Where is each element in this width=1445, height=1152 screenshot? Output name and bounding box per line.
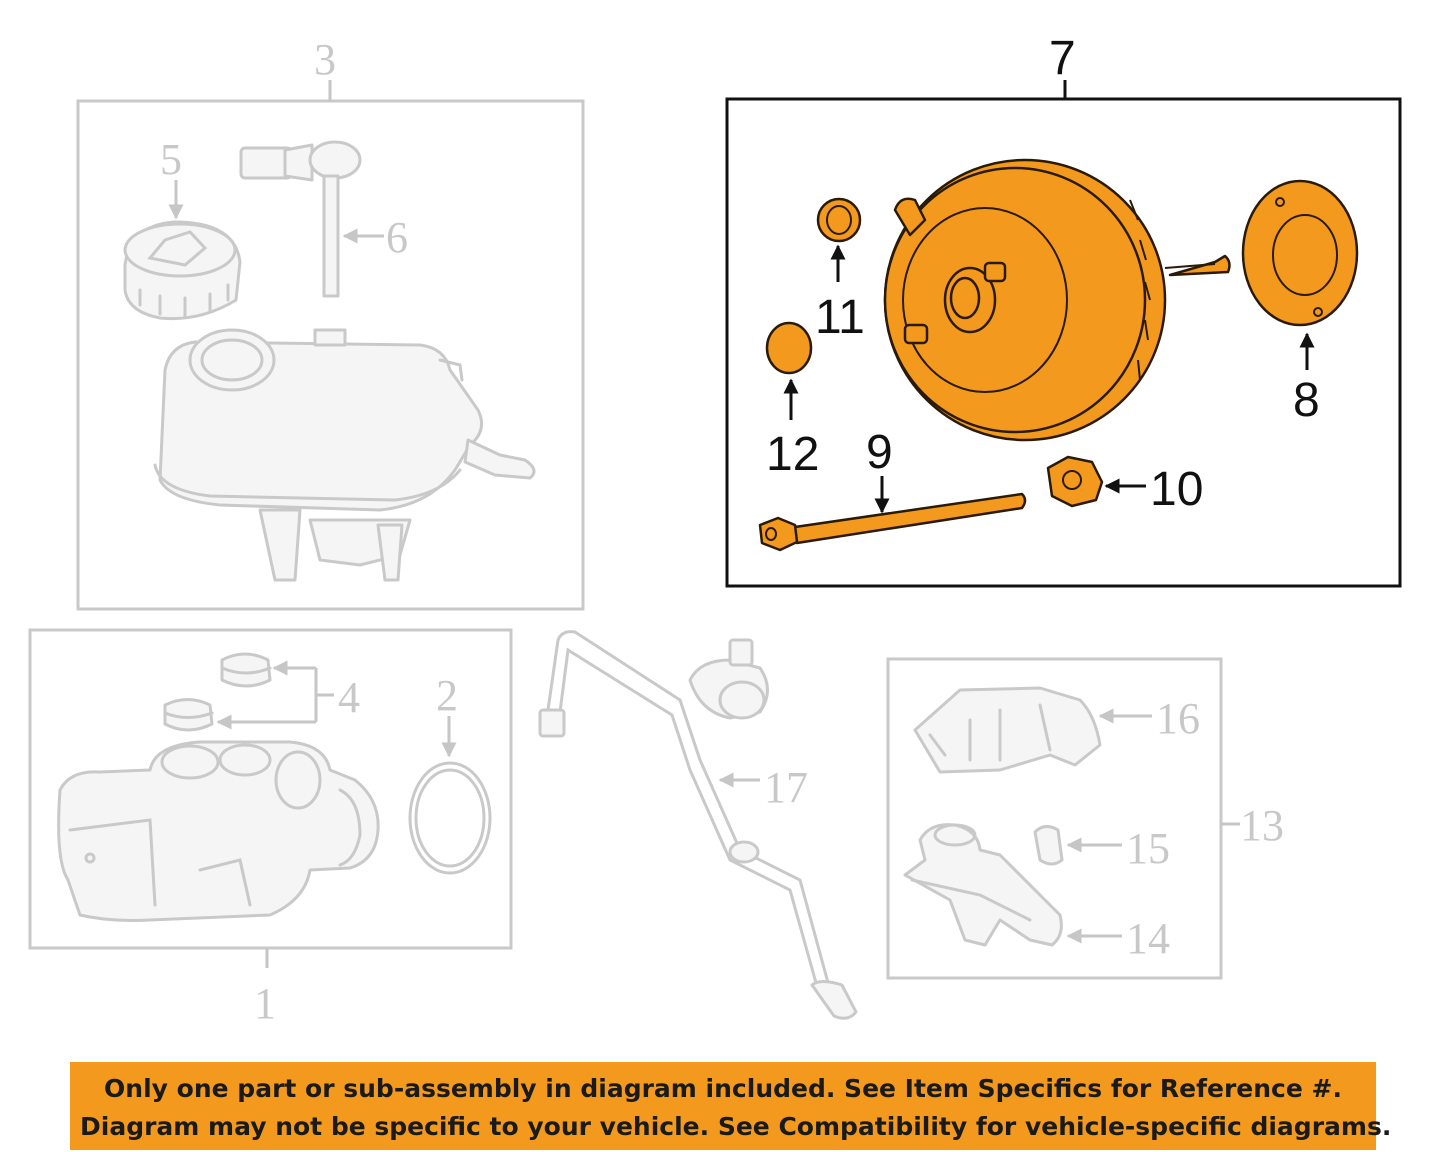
gasket-8-part [1241,179,1359,327]
callout-2: 2 [436,671,458,720]
grommet-4-part [163,652,272,732]
reservoir-cap-part [123,220,242,321]
sensor-group-13-frame [886,657,1223,980]
plug-15-part [1033,825,1064,866]
callout-11: 11 [815,291,865,344]
brake-booster-part [883,158,1231,442]
nut-10-part [1046,455,1104,508]
callout-5: 5 [160,135,182,184]
callout-16: 16 [1156,694,1200,743]
o-ring-2-part [408,761,492,875]
disclaimer-line-2: Diagram may not be specific to your vehi… [80,1112,1392,1141]
sensor-14-part [903,823,1063,947]
callout-12: 12 [766,428,819,481]
master-cylinder-part [57,740,380,922]
seal-11-part [816,197,862,243]
booster-group: 7 11 12 [725,32,1402,588]
callout-17: 17 [764,763,808,812]
callout-3: 3 [314,35,336,84]
reservoir-group: 3 5 6 [76,35,585,611]
callout-8: 8 [1293,374,1320,427]
callout-9: 9 [866,426,893,479]
reservoir-tank-part [153,328,536,582]
vacuum-hose-part [538,630,858,1020]
bracket-16-part [913,686,1102,774]
callout-14: 14 [1126,914,1170,963]
callout-1: 1 [254,979,276,1028]
plug-12-part [765,321,813,375]
sensor-group-13: 13 16 15 14 [886,657,1284,980]
callout-13: 13 [1240,801,1284,850]
callout-7: 7 [1049,32,1076,85]
rod-9-part [758,492,1027,552]
master-cylinder-group: 1 4 2 [28,628,513,1028]
callout-6: 6 [386,213,408,262]
level-sensor-part [239,140,362,298]
callout-4: 4 [338,673,360,722]
callout-15: 15 [1126,824,1170,873]
callout-10: 10 [1150,463,1203,516]
master-cylinder-group-frame [28,628,513,950]
disclaimer-banner: Only one part or sub-assembly in diagram… [70,1062,1392,1150]
disclaimer-line-1: Only one part or sub-assembly in diagram… [104,1074,1342,1103]
